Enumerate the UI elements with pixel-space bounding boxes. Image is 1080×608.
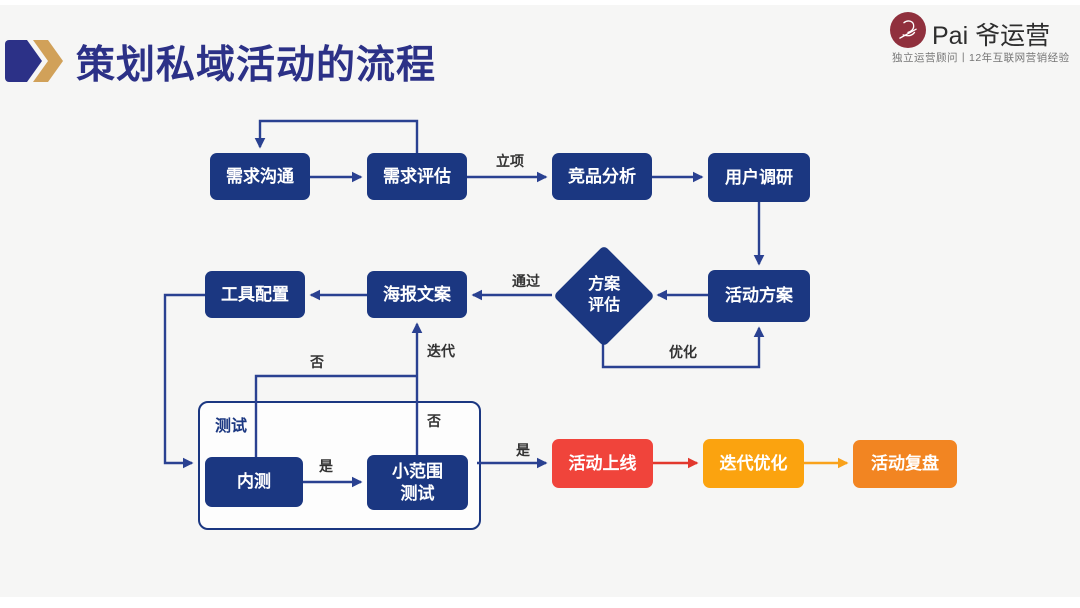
node-iteration-optimization: 迭代优化 bbox=[703, 439, 804, 488]
node-requirement-communication: 需求沟通 bbox=[210, 153, 310, 200]
edge-label-no-small: 否 bbox=[427, 413, 441, 429]
node-activity-plan: 活动方案 bbox=[708, 270, 810, 322]
edge-label-yes-internal: 是 bbox=[319, 458, 333, 474]
node-poster-copy: 海报文案 bbox=[367, 271, 467, 318]
edge-label-pass: 通过 bbox=[512, 273, 540, 289]
edge-label-iterate: 迭代 bbox=[427, 343, 455, 359]
node-tool-config: 工具配置 bbox=[205, 271, 305, 318]
slide-margin-bottom bbox=[0, 597, 1080, 608]
edge-label-no-internal: 否 bbox=[310, 354, 324, 370]
node-competitor-analysis: 竞品分析 bbox=[552, 153, 652, 200]
edge-label-optimize: 优化 bbox=[669, 344, 697, 360]
edge-label-approve: 立项 bbox=[496, 153, 524, 169]
node-requirement-evaluation: 需求评估 bbox=[367, 153, 467, 200]
slide-margin-top bbox=[0, 0, 1080, 5]
node-internal-test: 内测 bbox=[205, 457, 303, 507]
page-title: 策划私域活动的流程 bbox=[76, 44, 437, 87]
logo-brand-text: Pai 爷运营 bbox=[932, 22, 1051, 50]
title-chevron-icon bbox=[5, 40, 63, 82]
node-small-scale-test: 小范围 测试 bbox=[367, 455, 468, 510]
test-group-label: 测试 bbox=[215, 418, 248, 435]
node-activity-review: 活动复盘 bbox=[853, 440, 957, 488]
logo-tagline: 独立运营顾问丨12年互联网营销经验 bbox=[892, 52, 1070, 64]
logo-badge-icon bbox=[890, 12, 926, 48]
plan-evaluation-label: 方案 评估 bbox=[587, 276, 621, 314]
node-activity-launch: 活动上线 bbox=[552, 439, 653, 488]
edge-label-yes-launch: 是 bbox=[516, 442, 530, 458]
node-user-research: 用户调研 bbox=[708, 153, 810, 202]
